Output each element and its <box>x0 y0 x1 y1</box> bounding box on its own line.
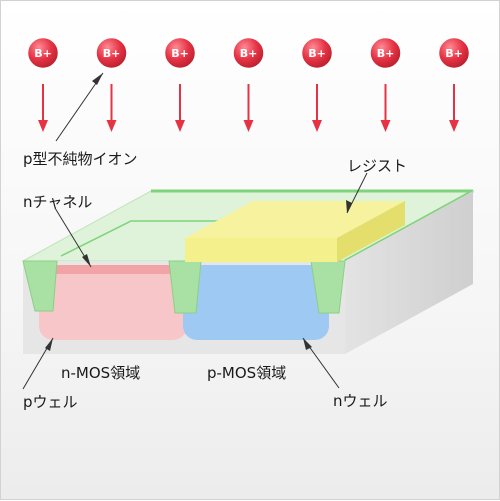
resist-block <box>185 201 405 262</box>
oxide-isolation-center <box>168 260 202 314</box>
ion-label: B+ <box>445 47 463 60</box>
n-channel-strip <box>53 265 175 274</box>
ion-arrow-head <box>449 120 459 132</box>
ion-sphere <box>436 35 472 71</box>
label-n-well: nウェル <box>333 392 388 410</box>
label-n-mos-region: n-MOS領域 <box>61 364 140 382</box>
ion-sphere <box>231 35 266 71</box>
arrowhead-n-channel <box>82 254 91 267</box>
arrowhead-p-well <box>45 338 53 351</box>
ion-label: B+ <box>377 47 395 60</box>
n-well <box>183 265 329 340</box>
label-p-well: pウェル <box>23 393 78 411</box>
label-impurity-ion: p型不純物イオン <box>23 150 138 168</box>
label-p-mos-region: p-MOS領域 <box>207 364 286 382</box>
ion-6: B+ <box>368 35 403 132</box>
label-resist: レジスト <box>347 157 407 175</box>
leader-impurity-ion <box>55 72 104 142</box>
ion-row: B+ B+ B+ B+ B+ B+ B+ <box>25 35 472 132</box>
ion-5: B+ <box>299 35 335 132</box>
oxide-isolation-left <box>22 260 58 312</box>
ion-label: B+ <box>308 47 326 60</box>
ion-arrow-head <box>38 120 48 132</box>
leader-arrowheads <box>45 73 352 351</box>
ion-1: B+ <box>25 35 61 132</box>
ion-sphere <box>25 35 61 71</box>
leader-resist <box>346 172 368 214</box>
arrowhead-n-well <box>303 338 312 350</box>
ion-label: B+ <box>34 47 52 60</box>
ion-7: B+ <box>436 35 472 132</box>
ion-arrow-head <box>106 120 117 132</box>
ion-label: B+ <box>240 47 258 60</box>
ion-arrow-head <box>243 120 254 132</box>
arrowhead-impurity-ion <box>92 73 103 85</box>
resist-top <box>185 201 405 238</box>
ion-arrow-head <box>312 120 322 132</box>
ion-4: B+ <box>231 35 266 132</box>
substrate-side-face <box>345 191 473 354</box>
p-well <box>39 265 187 340</box>
ion-sphere <box>94 35 129 71</box>
ion-2: B+ <box>94 35 129 132</box>
ion-label: B+ <box>103 47 121 60</box>
ion-sphere <box>162 35 198 71</box>
ion-3: B+ <box>162 35 198 132</box>
ion-label: B+ <box>171 47 189 60</box>
arrowhead-resist <box>346 200 352 213</box>
ion-arrow-head <box>175 120 185 132</box>
ion-arrow-head <box>380 120 391 132</box>
resist-front <box>185 238 337 262</box>
resist-side <box>337 201 405 262</box>
ion-sphere <box>368 35 403 71</box>
ion-sphere <box>299 35 335 71</box>
label-n-channel: nチャネル <box>23 193 92 211</box>
